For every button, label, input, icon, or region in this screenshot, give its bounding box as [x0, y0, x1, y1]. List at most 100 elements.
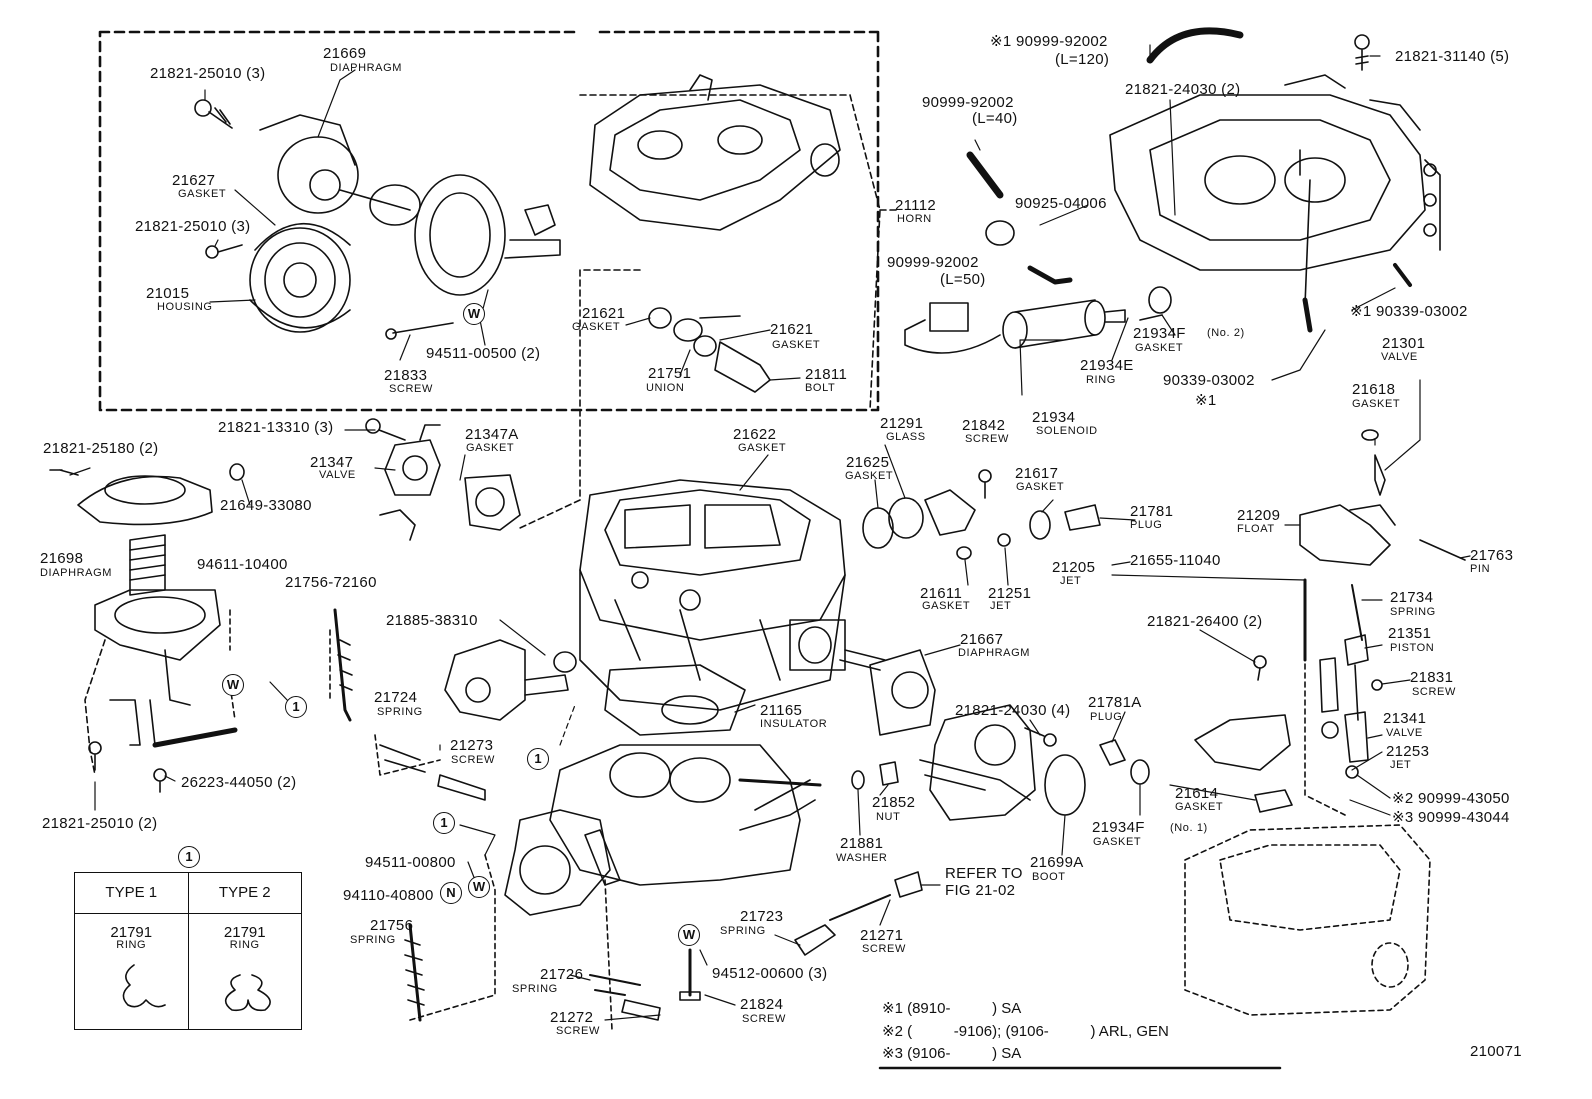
screw-drawing [621, 999, 661, 1021]
part-21667-name: DIAPHRAGM [958, 647, 1031, 659]
sleeve-drawing [894, 871, 923, 898]
part-21824-name: SCREW [742, 1013, 786, 1025]
type1-part: 21791 [110, 924, 153, 941]
leader-dashed [84, 639, 106, 776]
screw-drawing [385, 322, 454, 340]
part-21627-number: 21627 [172, 172, 216, 189]
part-21341-number: 21341 [1383, 710, 1427, 727]
part-21821-25010-a: 21821-25010 (3) [150, 65, 266, 82]
part-21833-name: SCREW [389, 383, 433, 395]
part-90999-92002-a-number: ※1 90999-92002 [990, 33, 1108, 50]
part-21617-number: 21617 [1015, 465, 1059, 482]
spring-drawing [738, 778, 822, 787]
jet-piston-drawing [1303, 578, 1369, 779]
part-21611-number: 21611 [920, 585, 963, 602]
spring-drawing [794, 924, 836, 956]
part-21209-name: FLOAT [1237, 523, 1275, 535]
part-21625-number: 21625 [846, 454, 890, 471]
part-21833-number: 21833 [384, 367, 428, 384]
part-21347A-number: 21347A [465, 426, 519, 443]
part-21271-name: SCREW [862, 943, 906, 955]
carburetor-cover-drawing [589, 74, 841, 231]
part-21351-number: 21351 [1388, 625, 1432, 642]
part-21165-name: INSULATOR [760, 718, 828, 730]
screw-drawing [1024, 727, 1057, 747]
part-21614-name: GASKET [1175, 801, 1224, 813]
part-21622-number: 21622 [733, 426, 777, 443]
subassembly-boundary [98, 30, 880, 412]
leader-lines [69, 44, 1471, 1021]
part-21756-name: SPRING [350, 934, 396, 946]
part-90925-04006: 90925-04006 [1015, 195, 1107, 212]
part-21614-number: 21614 [1175, 785, 1219, 802]
part-21621-b-number: 21621 [770, 321, 814, 338]
part-21251-number: 21251 [988, 585, 1032, 602]
part-21781-number: 21781 [1130, 503, 1174, 520]
part-21618-name: GASKET [1352, 398, 1401, 410]
part-21724-name: SPRING [377, 706, 423, 718]
part-21723-number: 21723 [740, 908, 784, 925]
part-94110-40800: 94110-40800 [343, 887, 434, 904]
part-21655-11040: 21655-11040 [1130, 552, 1221, 569]
part-21723-name: SPRING [720, 925, 766, 937]
part-21165-number: 21165 [760, 702, 803, 719]
part-21112-name: HORN [897, 213, 932, 225]
accel-pump-drawing [49, 469, 221, 746]
float-drawing [1299, 504, 1466, 566]
types-table-marker: 1 [178, 846, 200, 868]
part-21291-number: 21291 [880, 415, 924, 432]
part-21852-name: NUT [876, 811, 901, 823]
type2-name: RING [229, 939, 260, 951]
part-21821-13310: 21821-13310 (3) [218, 419, 334, 436]
callout-marker: 1 [285, 696, 307, 718]
part-21622-name: GASKET [738, 442, 787, 454]
screw-drawing [153, 768, 167, 793]
part-21842-name: SCREW [965, 433, 1009, 445]
part-21253-number: 21253 [1386, 743, 1430, 760]
screw-drawing [437, 774, 486, 801]
washer-symbol: W [222, 674, 244, 696]
refer-line1: REFER TO [945, 865, 1023, 882]
part-21625-name: GASKET [845, 470, 894, 482]
main-carburetor-body [579, 479, 846, 711]
part-21347A-name: GASKET [466, 442, 515, 454]
part-21934F-2-qualifier: (No. 2) [1207, 327, 1245, 339]
part-21273-number: 21273 [450, 737, 494, 754]
throttle-body-drawing [504, 744, 816, 916]
part-21699A-number: 21699A [1030, 854, 1084, 871]
gasket-drawing [229, 463, 245, 481]
part-90999-92002-a-length: (L=120) [1055, 51, 1110, 68]
horn-bracket [579, 94, 901, 411]
part-21301-name: VALVE [1381, 351, 1418, 363]
figure-number: 210071 [1470, 1043, 1522, 1060]
part-94511-00500: 94511-00500 (2) [426, 345, 541, 362]
part-21881-name: WASHER [836, 852, 888, 864]
part-21698-number: 21698 [40, 550, 84, 567]
part-21617-name: GASKET [1016, 481, 1065, 493]
upper-carburetor-body [1109, 74, 1441, 306]
linkage-drawing [1194, 714, 1291, 771]
screw-drawing [1371, 679, 1383, 691]
screw-drawing [365, 418, 406, 441]
part-94611-10400: 94611-10400 [197, 556, 288, 573]
part-21271-number: 21271 [860, 927, 904, 944]
part-21205-name: JET [1060, 575, 1082, 587]
part-21667-number: 21667 [960, 631, 1004, 648]
plug-drawing [1064, 504, 1101, 531]
cover-drawing [924, 489, 976, 536]
part-21734-name: SPRING [1390, 606, 1436, 618]
part-21821-24030-a: 21821-24030 (2) [1125, 81, 1241, 98]
part-21831-name: SCREW [1412, 686, 1456, 698]
gasket-drawing [862, 507, 894, 549]
part-21821-31140: 21821-31140 (5) [1395, 48, 1510, 65]
lower-right-body [1184, 654, 1431, 1016]
part-21934F-2-name: GASKET [1135, 342, 1184, 354]
part-90999-43044: ※3 90999-43044 [1392, 809, 1510, 826]
part-21347-number: 21347 [310, 454, 354, 471]
part-21621-b-name: GASKET [772, 339, 821, 351]
type2-header: TYPE 2 [187, 872, 302, 914]
part-21751-name: UNION [646, 382, 685, 394]
screw-drawing [194, 99, 233, 129]
